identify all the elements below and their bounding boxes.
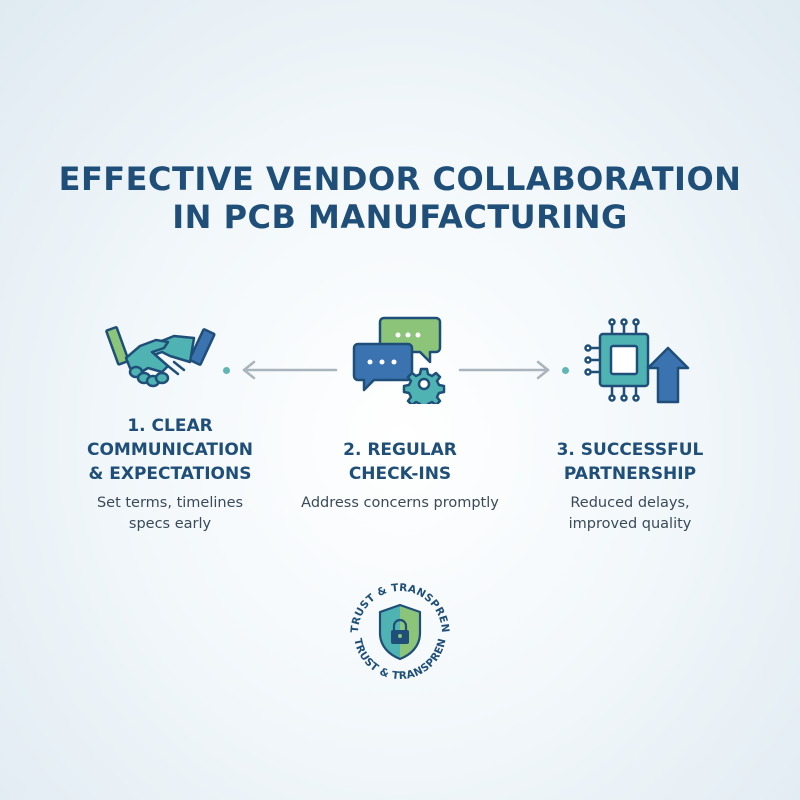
connector-dot-left [223, 367, 230, 374]
step-1-description: Set terms, timelines specs early [60, 493, 280, 535]
step-3-title-line: 3. SUCCESSFUL [556, 440, 704, 460]
arrow-left-icon [242, 360, 338, 380]
step-3-desc-line: improved quality [568, 516, 692, 532]
step-1-title: 1. CLEAR COMMUNICATION & EXPECTATIONS [60, 414, 280, 486]
step-3-description: Reduced delays, improved quality [520, 493, 740, 535]
step-2-desc-line: Address concerns promptly [301, 495, 499, 511]
step-2-title: 2. REGULAR CHECK-INS [290, 438, 510, 486]
handshake-icon [105, 326, 216, 388]
step-3-title: 3. SUCCESSFUL PARTNERSHIP [520, 438, 740, 486]
step-3-title-line: PARTNERSHIP [563, 464, 697, 484]
step-3-desc-line: Reduced delays, [570, 495, 690, 511]
page-title-line-2: IN PCB MANUFACTURING [172, 198, 628, 236]
step-2-title-line: 2. REGULAR [343, 440, 457, 460]
step-1-title-line: & EXPECTATIONS [88, 464, 252, 484]
step-1-desc-line: specs early [128, 516, 212, 532]
step-1-desc-line: Set terms, timelines [96, 495, 244, 511]
shield-lock-icon [378, 603, 422, 661]
step-2-description: Address concerns promptly [280, 493, 520, 514]
trust-badge: TRUST & TRANSPREN TRUST & TRANSPREN [349, 582, 451, 682]
chip-arrow-icon [584, 318, 690, 404]
step-2-title-line: CHECK-INS [348, 464, 452, 484]
connector-dot-right [562, 367, 569, 374]
chat-gear-icon [352, 316, 446, 404]
step-1-title-line: 1. CLEAR [127, 416, 213, 436]
arrow-right-icon [458, 360, 550, 380]
step-1-title-line: COMMUNICATION [86, 440, 254, 460]
page-title-line-1: EFFECTIVE VENDOR COLLABORATION [58, 160, 742, 198]
